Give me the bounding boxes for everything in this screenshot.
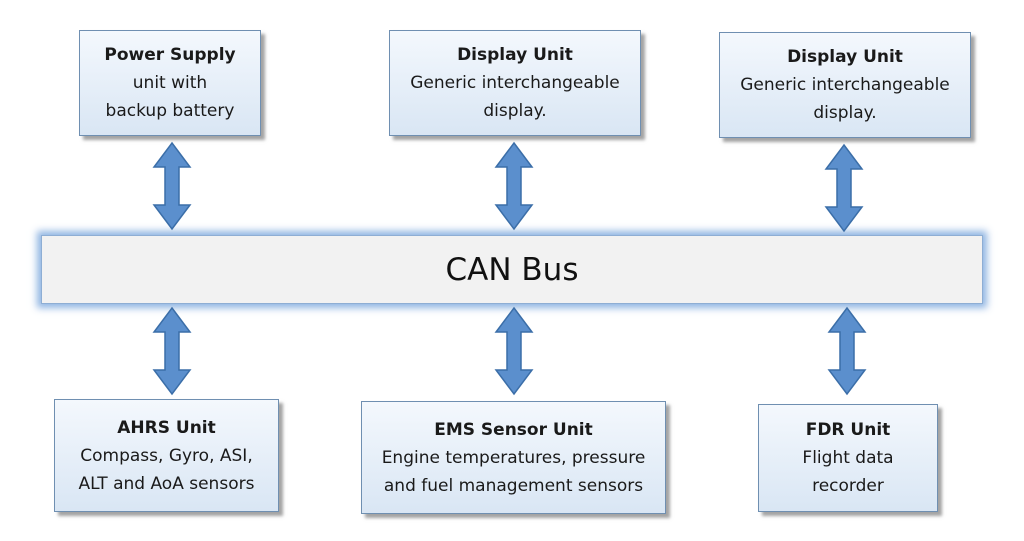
can-bus-label: CAN Bus: [445, 251, 579, 288]
double-arrow-icon: [824, 143, 864, 233]
display-unit-1-box: Display Unit Generic interchangeable dis…: [389, 30, 641, 136]
double-arrow-icon: [152, 306, 192, 396]
ems-sensor-unit-box: EMS Sensor Unit Engine temperatures, pre…: [361, 401, 666, 514]
ahrs-unit-description: Compass, Gyro, ASI, ALT and AoA sensors: [78, 445, 255, 494]
display-unit-2-description: Generic interchangeable display.: [740, 75, 950, 123]
power-supply-unit-title: Power Supply: [104, 45, 236, 65]
power-supply-unit-description: unit with backup battery: [105, 73, 235, 121]
double-arrow-icon: [152, 141, 192, 231]
can-bus-bar: CAN Bus: [41, 235, 983, 304]
fdr-unit-box: FDR Unit Flight data recorder: [758, 404, 938, 512]
display-unit-1-title: Display Unit: [457, 45, 573, 65]
fdr-unit-title: FDR Unit: [805, 420, 891, 440]
ems-sensor-unit-title: EMS Sensor Unit: [434, 419, 593, 440]
ems-sensor-unit-description: Engine temperatures, pressure and fuel m…: [381, 447, 646, 496]
display-unit-2-title: Display Unit: [787, 47, 903, 67]
double-arrow-icon: [494, 141, 534, 231]
display-unit-1-description: Generic interchangeable display.: [410, 73, 620, 121]
ahrs-unit-title: AHRS Unit: [117, 417, 216, 438]
double-arrow-icon: [827, 306, 867, 396]
double-arrow-icon: [494, 306, 534, 396]
power-supply-unit-box: Power Supply unit with backup battery: [79, 30, 261, 136]
fdr-unit-description: Flight data recorder: [802, 448, 894, 496]
ahrs-unit-box: AHRS Unit Compass, Gyro, ASI, ALT and Ao…: [54, 399, 279, 512]
display-unit-2-box: Display Unit Generic interchangeable dis…: [719, 32, 971, 138]
